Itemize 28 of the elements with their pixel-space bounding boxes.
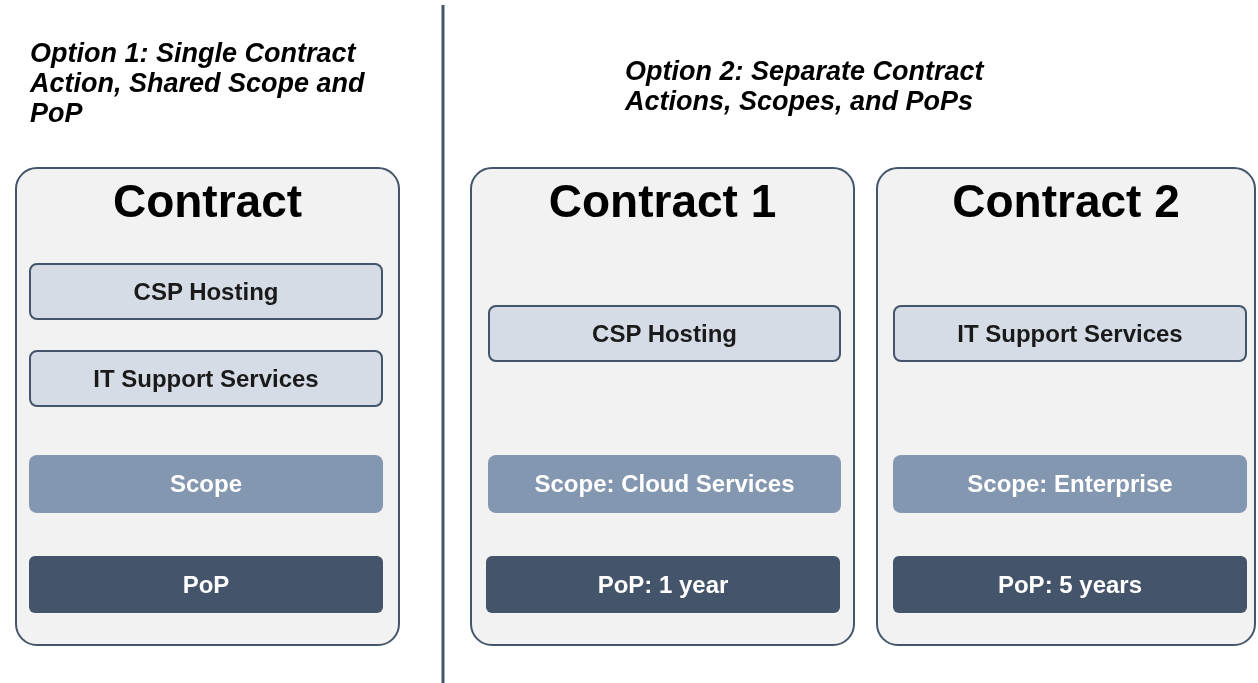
- service-label: CSP Hosting: [592, 318, 737, 349]
- pop-label: PoP: 1 year: [597, 569, 729, 600]
- contract-panel: [876, 167, 1256, 646]
- pop-label: PoP: 5 years: [997, 569, 1143, 600]
- pop-bar: [486, 556, 840, 613]
- service-label: CSP Hosting: [133, 276, 279, 307]
- scope-label: Scope: Enterprise: [967, 469, 1173, 499]
- contract-heading: Contract 2: [951, 174, 1181, 229]
- scope-bar: [893, 455, 1247, 513]
- contract-panel: [470, 167, 855, 646]
- service-label: IT Support Services: [957, 318, 1183, 349]
- service-box: [488, 305, 841, 362]
- service-box: [893, 305, 1247, 362]
- service-box: [29, 263, 383, 320]
- contract-heading: Contract 1: [547, 174, 778, 229]
- contract-panel: [15, 167, 400, 646]
- pop-bar: [29, 556, 383, 613]
- service-box: [29, 350, 383, 407]
- scope-label: Scope: [170, 469, 242, 499]
- scope-bar: [29, 455, 383, 513]
- pop-label: PoP: [182, 569, 230, 600]
- scope-bar: [488, 455, 841, 513]
- service-label: IT Support Services: [93, 363, 319, 394]
- option-heading: Option 1: Single Contract Action, Shared Scope and PoP: [30, 38, 366, 128]
- contract-heading: Contract: [111, 174, 304, 229]
- option-heading: Option 2: Separate Contract Actions, Scopes, and PoPs: [625, 56, 986, 116]
- scope-label: Scope: Cloud Services: [534, 469, 795, 499]
- pop-bar: [893, 556, 1247, 613]
